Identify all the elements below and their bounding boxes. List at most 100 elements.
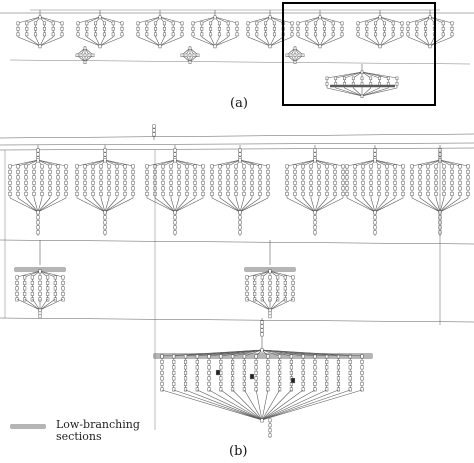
graph-node [177, 164, 181, 169]
edge [379, 16, 403, 24]
graph-node [450, 21, 454, 26]
graph-node [103, 230, 107, 235]
edge [32, 298, 41, 311]
graph-node [34, 27, 38, 31]
graph-node [336, 359, 341, 364]
graph-node [115, 180, 119, 185]
edge [357, 16, 381, 24]
graph-node [442, 191, 446, 196]
graph-node [160, 354, 164, 359]
graph-node [75, 186, 79, 191]
graph-node [60, 27, 64, 31]
graph-node [36, 225, 40, 230]
graph-node [268, 44, 272, 49]
edge [201, 16, 216, 24]
graph-node [418, 180, 422, 185]
edge [86, 36, 101, 47]
graph-node [226, 175, 230, 180]
graph-node [200, 21, 204, 26]
edge [39, 36, 54, 47]
graph-node [415, 27, 419, 31]
graph-node [107, 180, 111, 185]
graph-node [195, 359, 199, 364]
edge [261, 389, 292, 421]
graph-node [158, 44, 162, 49]
graph-node [301, 387, 305, 392]
graph-node [242, 354, 246, 359]
graph-node [85, 21, 89, 26]
graph-node [234, 175, 238, 180]
graph-node [313, 381, 317, 386]
graph-node [161, 186, 165, 191]
graph-node [250, 175, 254, 180]
graph-node [107, 191, 111, 196]
graph-node [291, 280, 295, 285]
graph-node [231, 365, 235, 370]
graph-node [410, 169, 414, 174]
graph-node [83, 60, 87, 65]
graph-node [207, 381, 211, 386]
graph-node [336, 370, 341, 375]
graph-node [401, 186, 405, 191]
graph-node [260, 324, 264, 329]
edge [265, 36, 271, 47]
edge [99, 36, 105, 47]
edge [174, 159, 188, 167]
graph-node [254, 354, 258, 359]
graph-node [207, 376, 211, 381]
edge [192, 36, 216, 47]
graph-node [260, 320, 264, 325]
graph-node [180, 53, 184, 58]
graph-node [325, 359, 329, 364]
graph-node [23, 291, 27, 296]
edge [439, 197, 445, 213]
graph-node [466, 191, 470, 196]
edge [37, 197, 67, 213]
graph-node [369, 180, 373, 185]
graph-node [373, 148, 377, 153]
edge [269, 298, 286, 311]
graph-node [314, 21, 318, 26]
edge [227, 159, 241, 167]
graph-node [466, 186, 470, 191]
graph-node [16, 180, 20, 185]
edge [269, 270, 294, 278]
graph-node [32, 169, 36, 174]
graph-node [418, 164, 422, 169]
graph-node [172, 381, 176, 386]
graph-node [289, 354, 293, 359]
graph-node [391, 21, 395, 26]
graph-node [296, 27, 300, 31]
graph-node [56, 191, 60, 196]
graph-node [61, 286, 65, 291]
graph-node [53, 297, 57, 302]
edge [174, 197, 204, 213]
graph-node [313, 152, 317, 157]
graph-node [64, 169, 68, 174]
graph-node [40, 175, 44, 180]
graph-node [83, 191, 87, 196]
graph-node [336, 365, 341, 370]
edge [374, 197, 404, 213]
graph-node [111, 21, 115, 26]
graph-node [169, 175, 173, 180]
graph-node [266, 175, 270, 180]
graph-node [293, 186, 297, 191]
edge [269, 36, 293, 47]
edge [227, 197, 241, 213]
edge [214, 36, 220, 47]
graph-node [272, 27, 276, 31]
graph-node [260, 418, 264, 423]
graph-node [266, 169, 270, 174]
edge [201, 36, 216, 47]
graph-node [360, 359, 364, 364]
graph-node [266, 365, 270, 370]
graph-node [201, 164, 205, 169]
graph-node [276, 291, 280, 296]
edge [254, 270, 271, 278]
graph-node [234, 191, 238, 196]
graph-node [424, 32, 428, 37]
graph-node [91, 191, 95, 196]
edge [146, 16, 161, 24]
